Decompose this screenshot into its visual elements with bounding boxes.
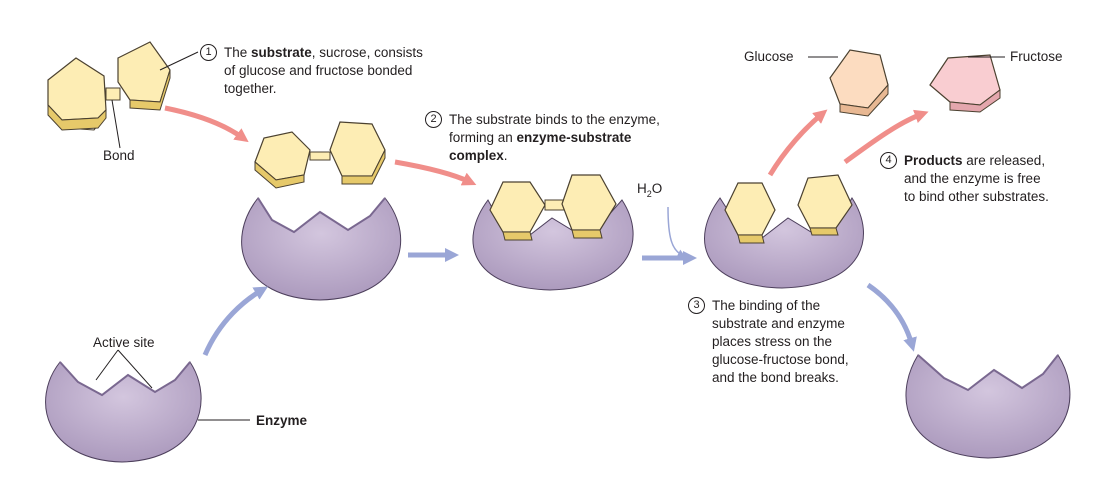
fructose-molecule — [929, 54, 1001, 113]
water-h: H — [637, 181, 647, 196]
enzyme-b — [241, 197, 402, 301]
enzyme-e — [905, 354, 1071, 459]
enzyme-label: Enzyme — [256, 413, 308, 428]
glucose-label: Glucose — [744, 49, 794, 64]
sucrose-molecule-free — [47, 41, 171, 131]
step-number: 1 — [200, 44, 217, 61]
leader-lines — [95, 51, 1005, 421]
water-o: O — [651, 181, 663, 196]
step-number: 3 — [688, 297, 705, 314]
enzyme-d — [704, 197, 864, 289]
step-number: 2 — [425, 111, 442, 128]
bond-label: Bond — [103, 148, 135, 163]
step-text: The substrate, sucrose, consists of gluc… — [224, 45, 423, 96]
step-text: Products are released, and the enzyme is… — [904, 153, 1049, 204]
split-fructose-bound — [797, 174, 853, 236]
enzyme-a — [45, 361, 202, 463]
split-glucose-bound — [724, 182, 776, 244]
active-site-label: Active site — [93, 335, 155, 350]
sucrose-molecule-approaching — [254, 121, 386, 189]
step-text: The substrate binds to the enzyme, formi… — [449, 112, 660, 163]
enzyme-c — [472, 199, 634, 291]
sucrose-molecule-bound — [489, 174, 617, 241]
fructose-label: Fructose — [1010, 49, 1063, 64]
glucose-molecule — [829, 49, 889, 117]
step-text: The binding of the substrate and enzyme … — [712, 298, 849, 385]
arrows — [164, 105, 929, 356]
water-label: H2O — [637, 180, 662, 199]
water-subscript: 2 — [646, 189, 652, 199]
step-number: 4 — [880, 152, 897, 169]
